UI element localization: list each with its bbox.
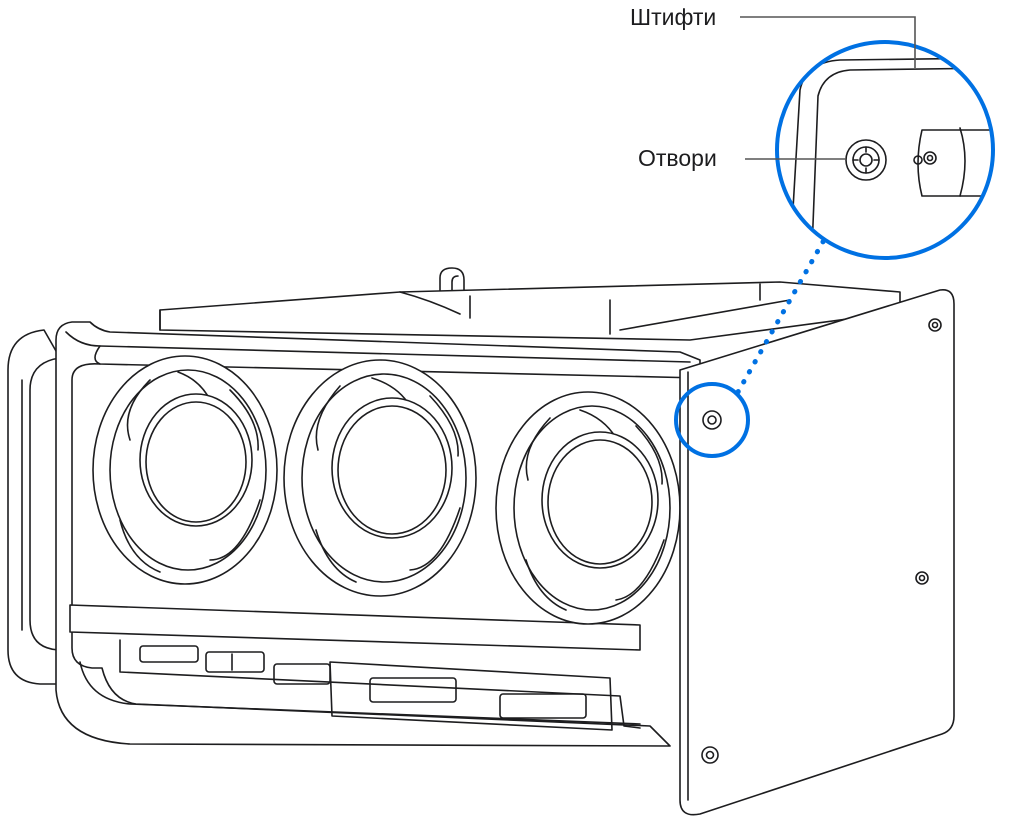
screw-bottom-left xyxy=(701,746,719,764)
screw-top-left xyxy=(702,410,722,430)
top-cover xyxy=(159,281,901,341)
magnified-hole xyxy=(845,139,887,181)
port-2 xyxy=(205,651,265,673)
highlight-circle xyxy=(674,382,750,458)
fan-1 xyxy=(92,355,278,585)
screw-top-right xyxy=(928,318,942,332)
fan-3 xyxy=(495,391,681,625)
callout-pins-label: Штифти xyxy=(630,4,716,30)
magnifier xyxy=(775,40,995,260)
top-cover-edge xyxy=(159,291,461,331)
side-panel xyxy=(679,288,955,816)
port-5 xyxy=(499,693,587,719)
magnified-pin-block xyxy=(913,127,993,197)
fan-2 xyxy=(283,359,477,597)
top-cover-seam xyxy=(469,283,791,335)
fan-module xyxy=(7,267,955,816)
front-frame xyxy=(55,321,701,747)
port-1 xyxy=(139,645,199,663)
screw-bottom-right xyxy=(915,571,929,585)
bottom-tray xyxy=(69,604,641,651)
bottom-tray-rail xyxy=(119,639,641,729)
callout-pins: Штифти xyxy=(630,4,916,68)
callout-holes: Отвори xyxy=(638,145,846,171)
rear-handle-inner xyxy=(451,275,459,297)
bottom-rail xyxy=(79,661,641,725)
callout-holes-label: Отвори xyxy=(638,145,717,171)
port-block xyxy=(329,661,613,731)
top-crossbar-lower xyxy=(94,345,101,365)
left-handle xyxy=(7,329,63,685)
callout-pins-leader xyxy=(740,16,916,68)
port-4 xyxy=(369,677,457,703)
